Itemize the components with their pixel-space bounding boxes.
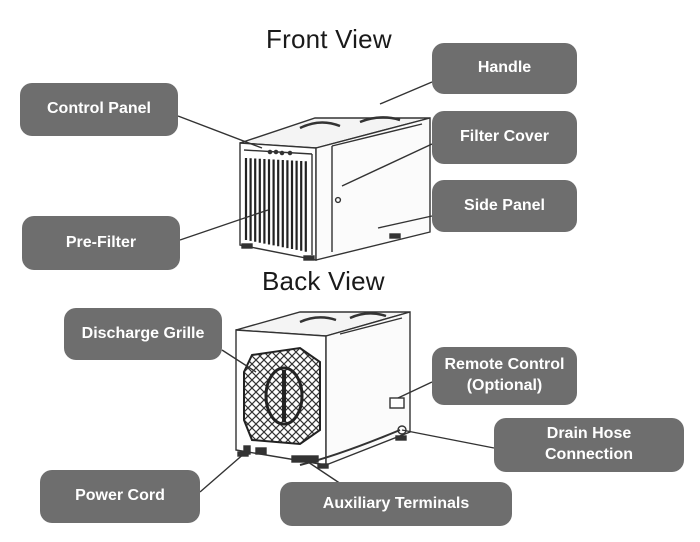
discharge-grille (243, 346, 321, 446)
back-view-title: Back View (262, 266, 385, 296)
filter-cover-callout: Filter Cover (432, 111, 577, 164)
power-cord-callout: Power Cord (40, 470, 200, 523)
side-panel-callout: Side Panel (432, 180, 577, 232)
front-view-title: Front View (266, 24, 392, 54)
auxiliary-terminals-label: Auxiliary Terminals (322, 494, 470, 512)
control-panel-label: Control Panel (46, 100, 151, 118)
drain-hose-callout: Drain Hose Connection (494, 418, 684, 472)
leader-lines (177, 81, 495, 493)
discharge-grille-label: Discharge Grille (81, 324, 205, 342)
side-panel-label: Side Panel (464, 196, 545, 214)
remote-control-label: Remote Control (Optional) (444, 356, 565, 394)
handle-label: Handle (477, 59, 532, 77)
control-panel-callout: Control Panel (20, 83, 178, 136)
pre-filter-grille (244, 158, 307, 252)
pre-filter-callout: Pre-Filter (22, 216, 180, 270)
remote-control-callout: Remote Control (Optional) (432, 347, 577, 405)
handle-callout: Handle (432, 43, 577, 94)
discharge-grille-callout: Discharge Grille (64, 308, 222, 360)
power-cord-label: Power Cord (75, 487, 165, 505)
drain-hose-label: Drain Hose Connection (545, 425, 633, 463)
filter-cover-label: Filter Cover (460, 128, 549, 146)
pre-filter-label: Pre-Filter (65, 233, 137, 251)
auxiliary-terminals-callout: Auxiliary Terminals (280, 482, 512, 526)
